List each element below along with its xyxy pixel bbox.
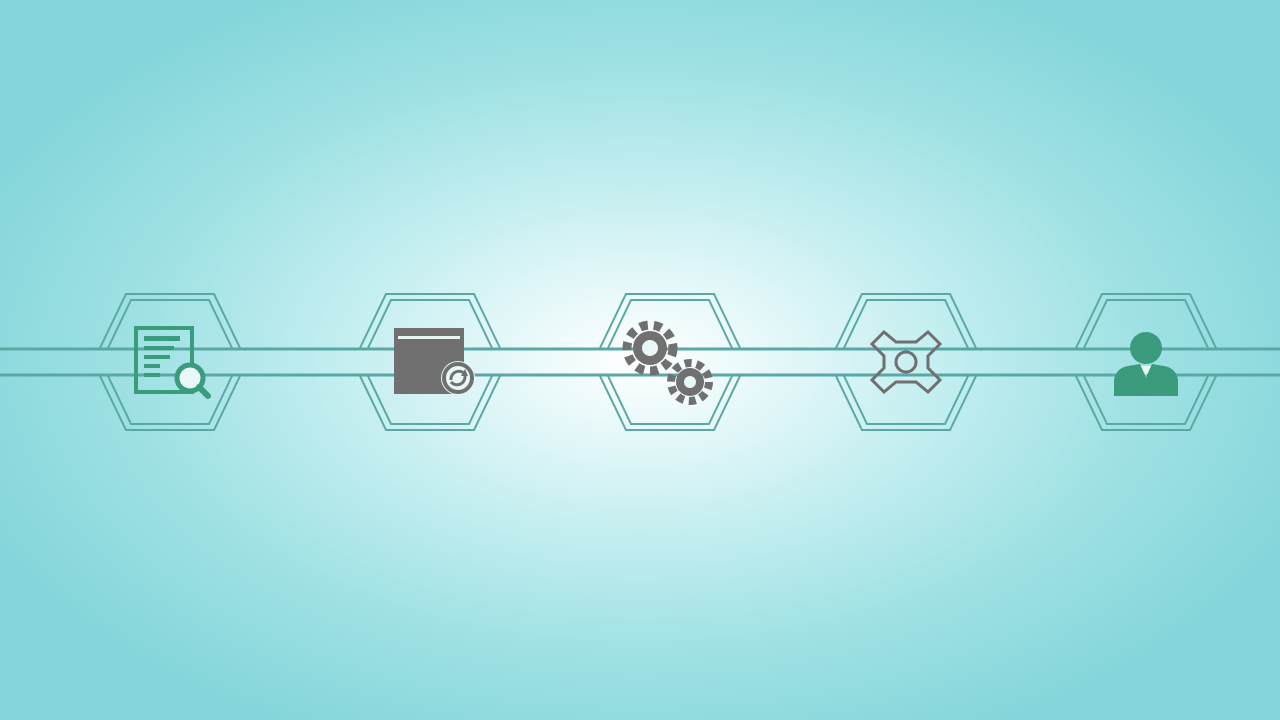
step-1-node [99, 293, 241, 431]
window-refresh-icon [394, 328, 475, 395]
user-icon [1114, 332, 1178, 396]
gears-icon [622, 320, 713, 405]
step-5-node [1075, 293, 1217, 431]
document-search-icon [134, 326, 211, 399]
step-3-node [599, 293, 741, 431]
step-4-node [835, 293, 977, 431]
step-2-node [359, 293, 501, 431]
settings-hub-icon [869, 329, 943, 395]
